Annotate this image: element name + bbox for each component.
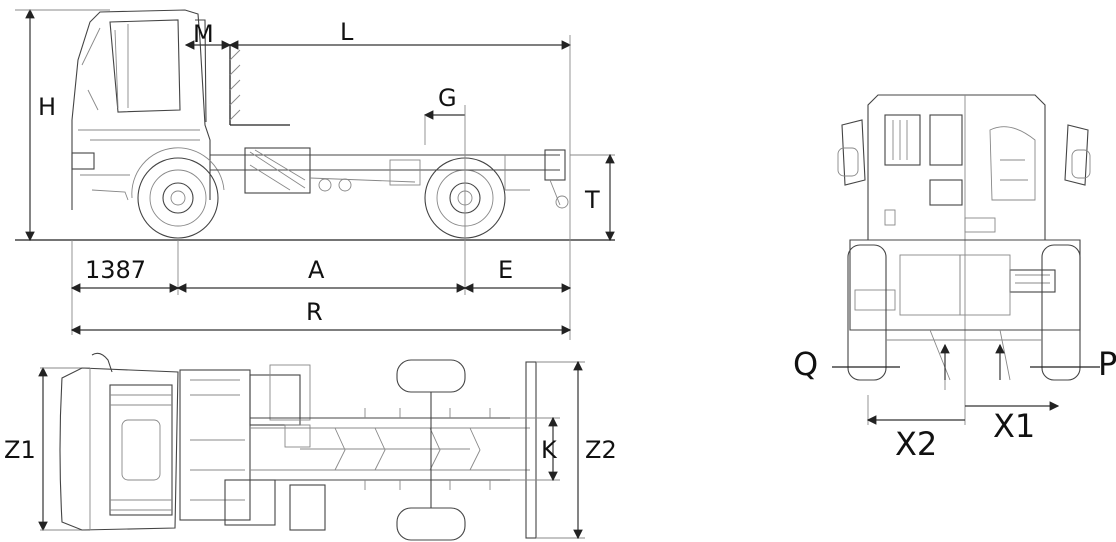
- label-t: T: [585, 186, 600, 214]
- cab-side: [71, 9, 211, 210]
- label-r: R: [306, 298, 323, 326]
- side-view: [15, 8, 615, 340]
- label-e: E: [498, 256, 514, 284]
- rear-tire-top: [396, 359, 466, 393]
- label-g: G: [438, 84, 457, 112]
- label-a: A: [308, 256, 325, 284]
- top-view: [38, 352, 585, 541]
- label-z2: Z2: [585, 436, 617, 464]
- label-z1: Z1: [4, 436, 36, 464]
- rear-tire-bottom: [396, 507, 466, 541]
- label-k: K: [541, 436, 557, 464]
- label-q: Q: [793, 345, 819, 383]
- front-wheel: [131, 147, 225, 239]
- front-view: [832, 94, 1100, 425]
- label-m: M: [193, 20, 214, 48]
- label-x1: X1: [993, 407, 1036, 445]
- label-x2: X2: [895, 425, 938, 463]
- chassis-top: [250, 408, 530, 490]
- cab-top: [59, 352, 179, 531]
- label-p: P: [1098, 345, 1116, 383]
- label-l: L: [340, 18, 354, 46]
- engine-top: [179, 364, 326, 531]
- chassis-side: [210, 147, 569, 209]
- label-wheel-offset: 1387: [85, 256, 147, 284]
- label-h: H: [38, 93, 57, 121]
